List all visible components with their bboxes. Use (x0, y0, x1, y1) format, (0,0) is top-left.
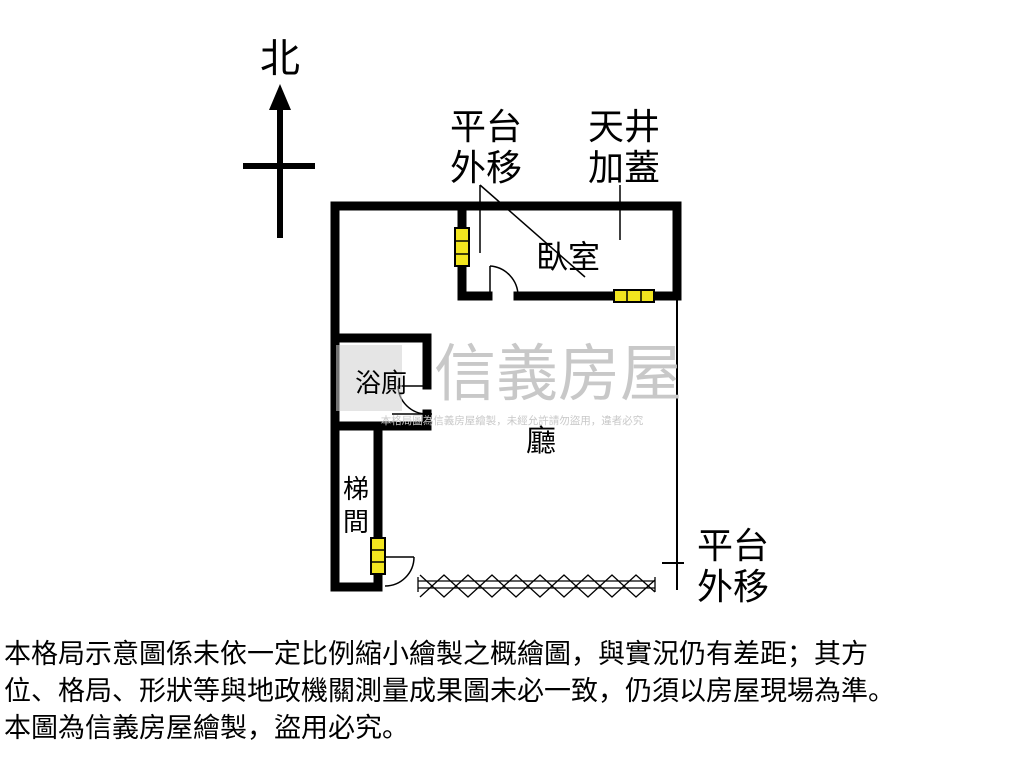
annotation-platform-right-1: 平台 (697, 526, 769, 567)
annotation-skylight-2: 加蓋 (588, 148, 660, 189)
room-label-bedroom: 臥室 (536, 238, 600, 276)
room-label-stair-2: 間 (343, 508, 369, 538)
annotation-platform-top-1: 平台 (450, 107, 522, 148)
compass-arrow-icon (269, 84, 291, 110)
window-stair (370, 537, 386, 575)
room-label-living: 廳 (526, 424, 556, 459)
doors (384, 265, 519, 587)
door-stair (384, 556, 415, 587)
watermark-notice: 本格局圖為信義房屋繪製，未經允許請勿盜用，違者必究 (381, 414, 644, 427)
windows (370, 227, 655, 575)
leader-platform-top-diagonal (479, 184, 586, 278)
window-bedroom-west (454, 227, 470, 267)
door-bedroom (489, 265, 519, 297)
watermark: 信義房屋 本格局圖為信義房屋繪製，未經允許請勿盜用，違者必究 (336, 337, 682, 427)
room-label-stair-1: 梯 (343, 475, 369, 505)
brand-logo-icon (336, 345, 402, 411)
floor-plan: 北 (243, 36, 769, 608)
annotation-leaders (479, 184, 621, 278)
sliding-door (417, 574, 656, 598)
disclaimer-line-3: 本圖為信義房屋繪製，盜用必究。 (4, 713, 409, 744)
north-compass: 北 (243, 36, 315, 238)
watermark-brand: 信義房屋 (434, 337, 682, 410)
room-label-bathroom: 浴廁 (355, 369, 407, 399)
annotation-platform-top-2: 外移 (450, 148, 522, 189)
window-bedroom-south (613, 289, 655, 303)
north-label: 北 (260, 36, 300, 82)
disclaimer-line-1: 本格局示意圖係未依一定比例縮小繪製之概繪圖，與實況仍有差距；其方 (4, 639, 868, 670)
annotation-platform-right-2: 外移 (697, 567, 769, 608)
annotation-skylight-1: 天井 (588, 107, 660, 148)
disclaimer-line-2: 位、格局、形狀等與地政機關測量成果圖未必一致，仍須以房屋現場為準。 (4, 676, 895, 707)
disclaimer: 本格局示意圖係未依一定比例縮小繪製之概繪圖，與實況仍有差距；其方 位、格局、形狀… (4, 636, 1020, 747)
